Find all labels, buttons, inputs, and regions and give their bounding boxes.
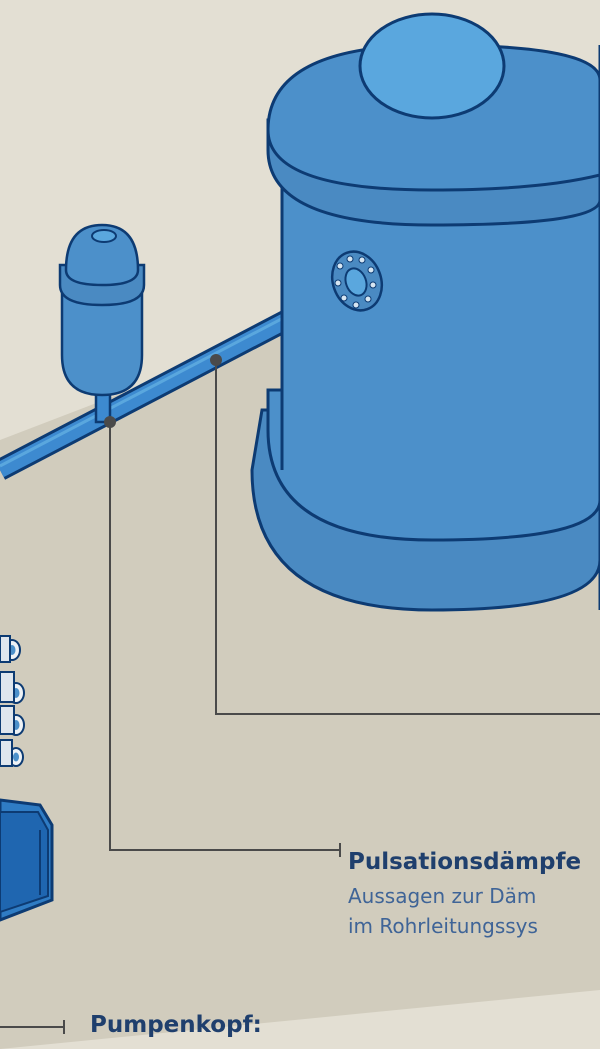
pulsation-dampener-title: Pulsationsdämpfe bbox=[348, 843, 600, 881]
pump-head-callout: Pumpenkopf: bbox=[90, 1005, 262, 1045]
storage-tank bbox=[252, 14, 600, 610]
pulsation-dampener-text-line-2: im Rohrleitungssys bbox=[348, 911, 600, 941]
pulsation-dampener-callout: Pulsationsdämpfe Aussagen zur Däm im Roh… bbox=[348, 843, 600, 941]
dampener-measure-point bbox=[104, 416, 116, 428]
pump-base bbox=[0, 800, 52, 920]
pump-head-title: Pumpenkopf: bbox=[90, 1005, 262, 1045]
pulsation-dampener-text-line-1: Aussagen zur Däm bbox=[348, 881, 600, 911]
pipe-measure-point bbox=[210, 354, 222, 366]
